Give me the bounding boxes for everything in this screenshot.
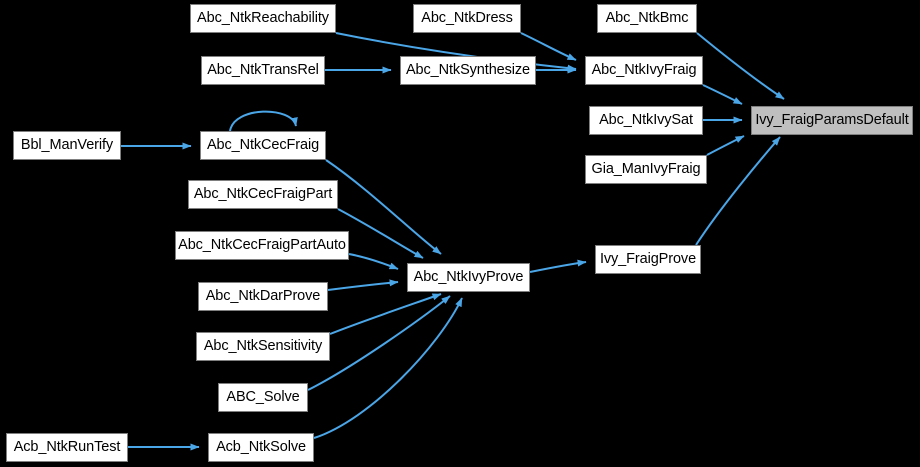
graph-node-abc_ntkdress[interactable]: Abc_NtkDress: [413, 4, 521, 33]
graph-node-ivy_fraigparamsdefault[interactable]: Ivy_FraigParamsDefault: [751, 106, 913, 135]
graph-edge: [313, 297, 463, 439]
graph-node-label: Ivy_FraigParamsDefault: [755, 112, 909, 129]
graph-node-label: Abc_NtkIvyProve: [413, 269, 524, 286]
graph-node-abc_ntkivysat[interactable]: Abc_NtkIvySat: [589, 106, 703, 135]
graph-node-label: Abc_NtkDress: [421, 10, 513, 27]
graph-node-label: Ivy_FraigProve: [599, 251, 697, 268]
graph-node-label: Abc_NtkCecFraigPart: [193, 186, 333, 203]
graph-node-abc_ntkbmc[interactable]: Abc_NtkBmc: [597, 4, 697, 33]
graph-node-abc_ntkdarprove[interactable]: Abc_NtkDarProve: [198, 282, 328, 311]
graph-node-abc_ntkcecfraigpart[interactable]: Abc_NtkCecFraigPart: [188, 180, 338, 209]
graph-node-abc_ntksensitivity[interactable]: Abc_NtkSensitivity: [196, 332, 330, 361]
graph-node-label: Abc_NtkDarProve: [205, 288, 321, 305]
graph-node-abc_ntkreachability[interactable]: Abc_NtkReachability: [190, 4, 336, 33]
graph-edges: [121, 32, 785, 451]
graph-edge: [325, 159, 442, 255]
graph-node-label: Abc_NtkSensitivity: [203, 338, 323, 355]
graph-node-abc_solve[interactable]: ABC_Solve: [218, 383, 308, 412]
graph-node-label: Abc_NtkBmc: [605, 10, 689, 27]
graph-edge: [307, 295, 451, 391]
graph-edge: [348, 253, 399, 270]
graph-edge: [520, 32, 577, 61]
graph-node-label: Abc_NtkIvySat: [599, 112, 693, 129]
graph-node-label: Gia_ManIvyFraig: [591, 161, 701, 178]
graph-node-label: Abc_NtkCecFraigPartAuto: [178, 237, 346, 254]
graph-edge: [695, 136, 781, 246]
graph-node-ivy_fraigprove[interactable]: Ivy_FraigProve: [595, 245, 701, 274]
graph-edge: [337, 208, 424, 259]
graph-edge: [229, 110, 298, 132]
graph-node-bbl_manverify[interactable]: Bbl_ManVerify: [13, 131, 121, 160]
graph-node-label: Abc_NtkSynthesize: [405, 62, 531, 79]
graph-node-label: Abc_NtkCecFraig: [206, 137, 320, 154]
graph-edge: [706, 135, 745, 156]
graph-node-label: Acb_NtkRunTest: [13, 439, 121, 456]
graph-node-acb_ntksolve[interactable]: Acb_NtkSolve: [208, 433, 314, 462]
graph-node-abc_ntkivyprove[interactable]: Abc_NtkIvyProve: [407, 263, 530, 292]
graph-edge: [702, 84, 743, 105]
graph-node-abc_ntksynthesize[interactable]: Abc_NtkSynthesize: [400, 56, 536, 85]
graph-node-label: Abc_NtkIvyFraig: [591, 62, 697, 79]
graph-node-abc_ntkcecfraigpartauto[interactable]: Abc_NtkCecFraigPartAuto: [175, 231, 349, 260]
graph-node-gia_manivyfraig[interactable]: Gia_ManIvyFraig: [585, 155, 707, 184]
graph-node-label: Abc_NtkReachability: [197, 10, 329, 27]
graph-edge: [335, 32, 577, 72]
graph-node-label: Bbl_ManVerify: [20, 137, 114, 154]
graph-node-abc_ntkivyfraig[interactable]: Abc_NtkIvyFraig: [585, 56, 703, 85]
graph-node-acb_ntkruntest[interactable]: Acb_NtkRunTest: [6, 433, 128, 462]
graph-node-abc_ntktransrel[interactable]: Abc_NtkTransRel: [201, 56, 325, 85]
graph-node-label: ABC_Solve: [226, 389, 300, 406]
graph-edge: [327, 279, 399, 291]
graph-edge: [696, 32, 785, 100]
graph-node-label: Abc_NtkTransRel: [207, 62, 319, 79]
graph-node-abc_ntkcecfraig[interactable]: Abc_NtkCecFraig: [200, 131, 326, 160]
graph-edge: [529, 259, 587, 273]
graph-edge: [329, 293, 442, 335]
graph-node-label: Acb_NtkSolve: [216, 439, 306, 456]
